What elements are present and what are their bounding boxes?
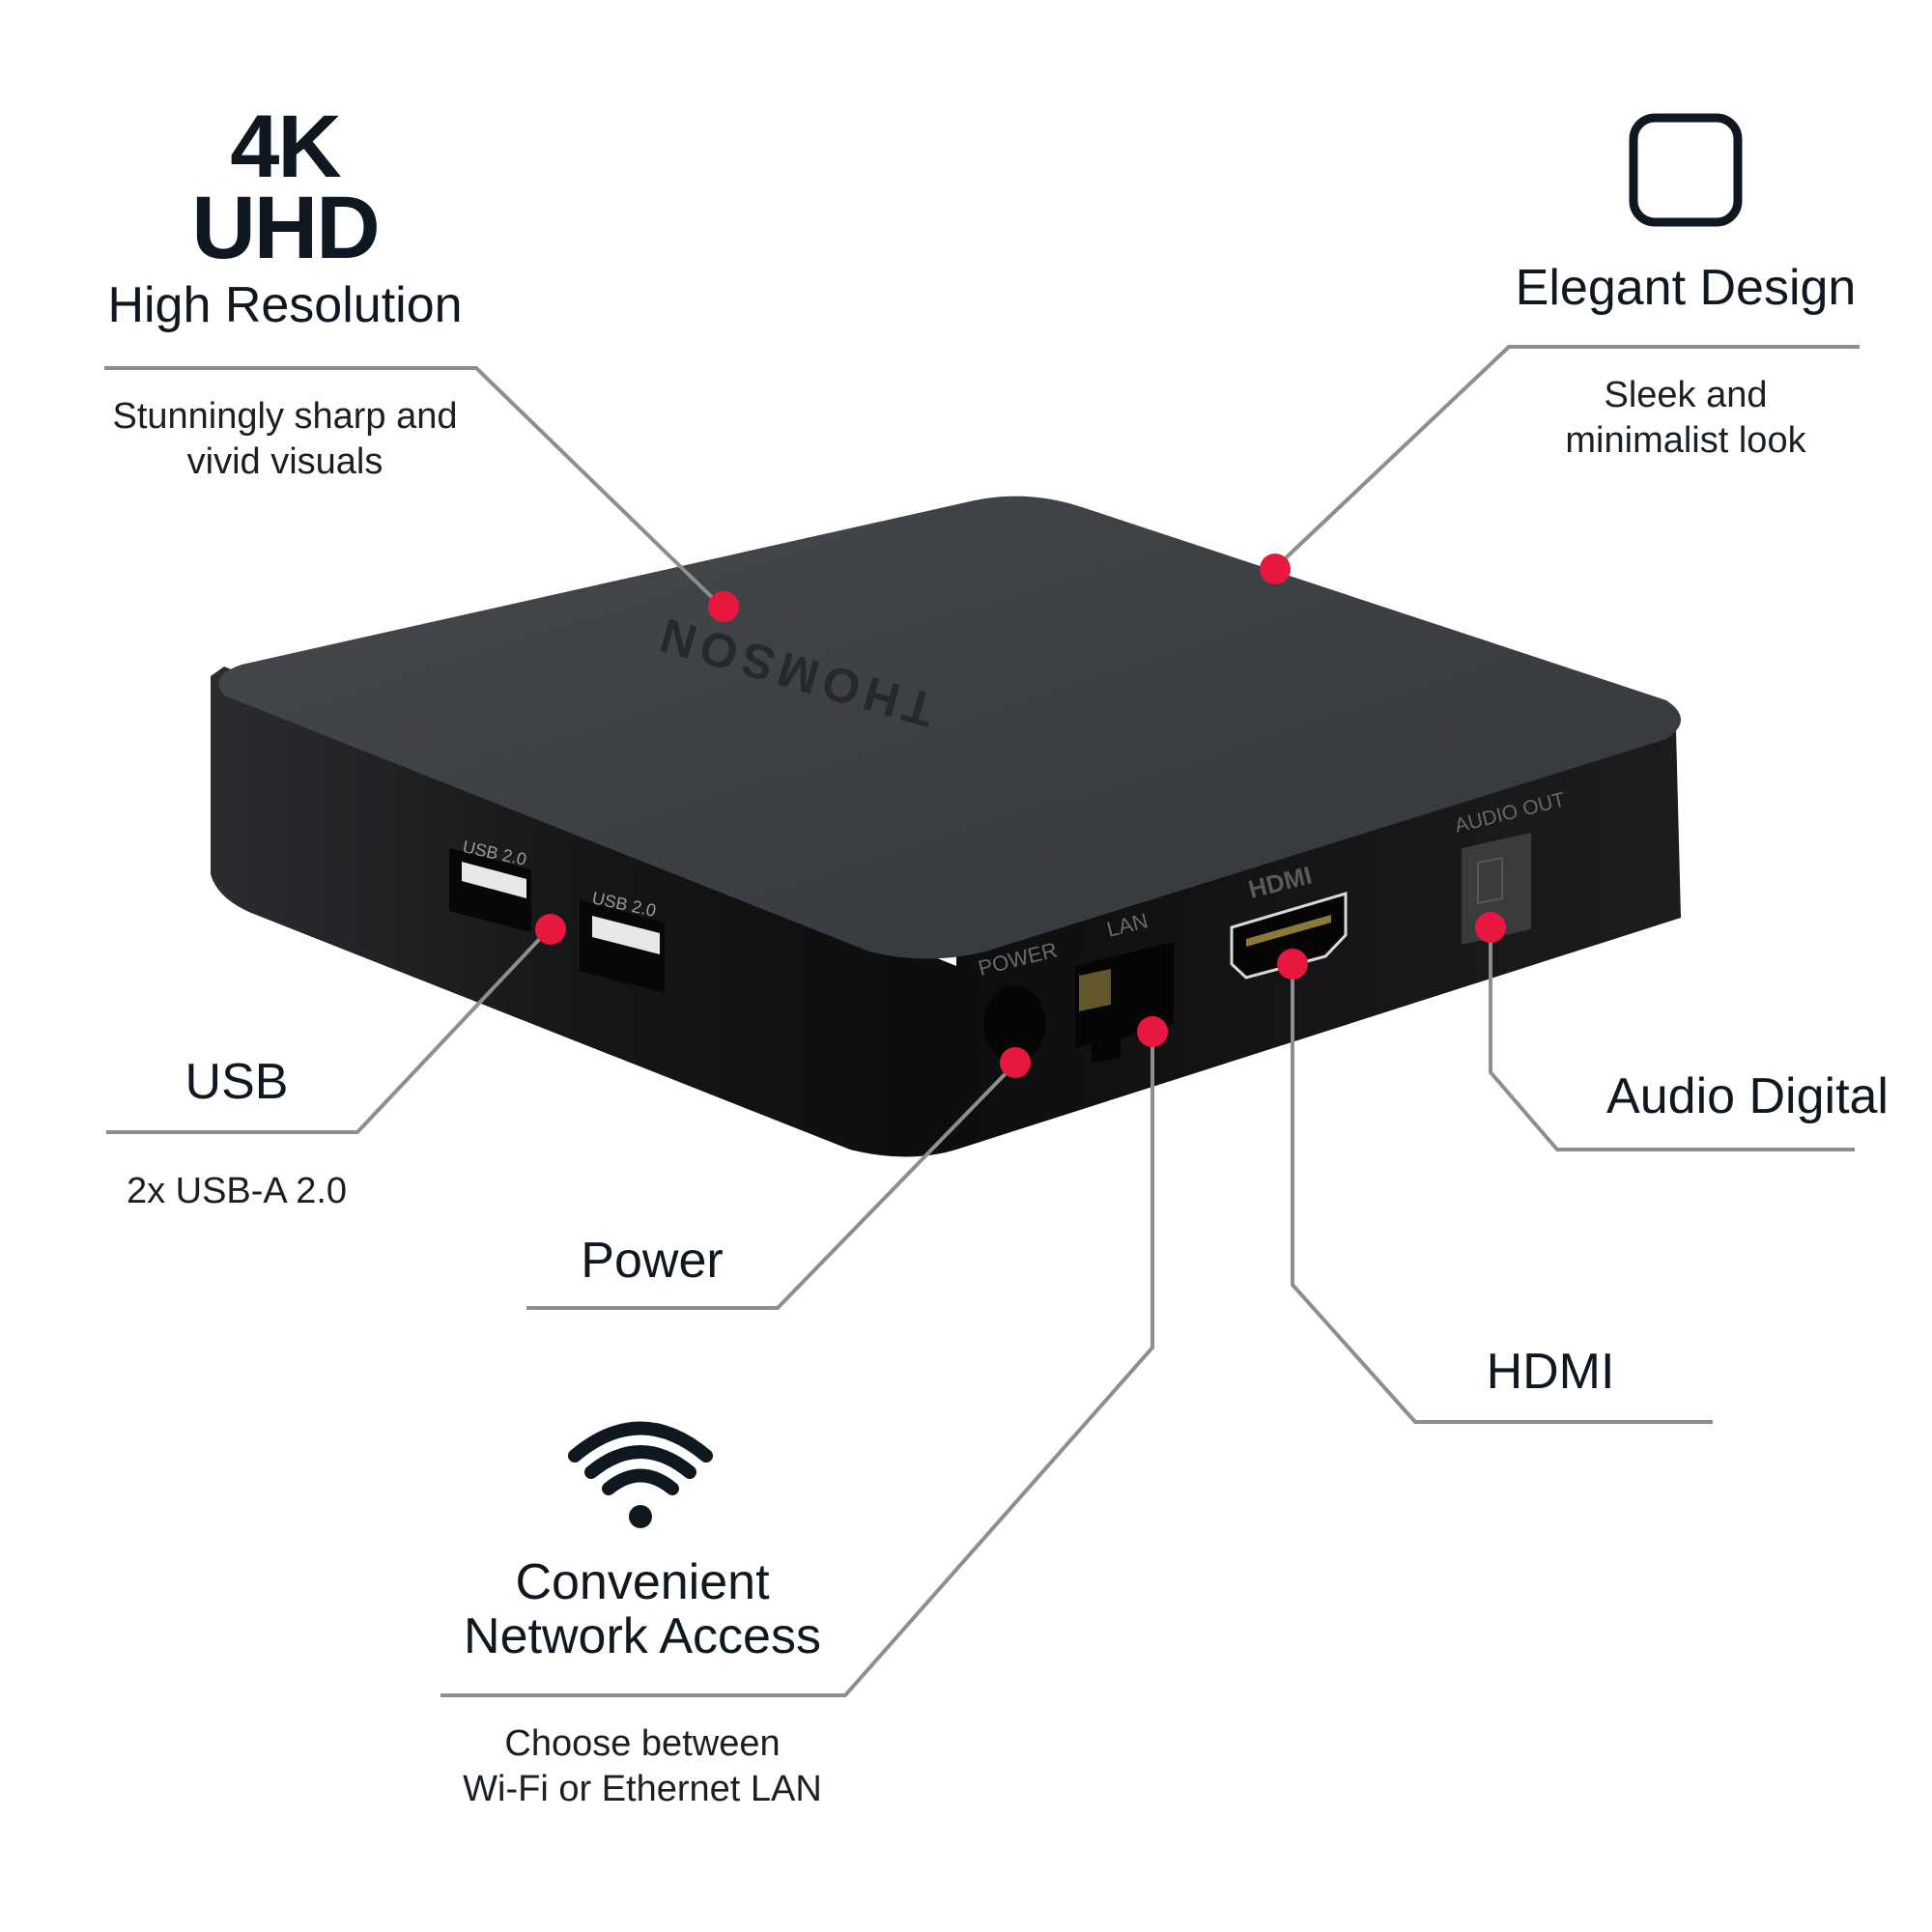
device-top xyxy=(218,496,1682,959)
hdmi-title: HDMI xyxy=(1486,1344,1615,1400)
marker-audio xyxy=(1475,912,1506,943)
wifi-dot xyxy=(629,1505,652,1528)
feature-resolution: 4K UHD High Resolution xyxy=(97,98,473,334)
wifi-icon xyxy=(568,1421,713,1495)
marker-lan xyxy=(1137,1016,1168,1047)
marker-resolution xyxy=(708,591,739,622)
network-desc-line1: Choose between xyxy=(504,1723,781,1764)
marker-dots xyxy=(535,554,1506,1078)
headline-4k: 4K xyxy=(230,98,342,196)
network-title-line2: Network Access xyxy=(464,1608,821,1664)
headline-uhd: UHD xyxy=(191,179,380,277)
leader-lines xyxy=(104,345,1860,1697)
rounded-square-icon xyxy=(1629,113,1743,227)
resolution-title: High Resolution xyxy=(107,277,463,333)
marker-hdmi xyxy=(1277,949,1308,980)
resolution-description: Stunningly sharp and vivid visuals xyxy=(87,394,483,485)
marker-power xyxy=(1000,1047,1031,1078)
design-desc-line1: Sleek and xyxy=(1604,375,1768,415)
audio-title: Audio Digital xyxy=(1606,1068,1889,1124)
design-desc-line2: minimalist look xyxy=(1565,420,1806,461)
design-title: Elegant Design xyxy=(1515,260,1857,316)
usb-description: 2x USB-A 2.0 xyxy=(126,1171,348,1211)
power-title: Power xyxy=(581,1233,724,1289)
lan-port: LAN xyxy=(1075,908,1174,1063)
marker-design xyxy=(1260,554,1291,584)
network-title: Convenient Network Access xyxy=(425,1555,860,1663)
network-title-line1: Convenient xyxy=(515,1554,770,1610)
resolution-desc-line2: vivid visuals xyxy=(186,441,384,482)
resolution-desc-line1: Stunningly sharp and xyxy=(112,396,458,437)
network-description: Choose between Wi-Fi or Ethernet LAN xyxy=(425,1721,860,1812)
design-description: Sleek and minimalist look xyxy=(1497,373,1874,464)
marker-usb xyxy=(535,914,566,945)
usb-title: USB xyxy=(185,1054,289,1110)
usb-port-2: USB 2.0 xyxy=(580,888,665,993)
network-desc-line2: Wi-Fi or Ethernet LAN xyxy=(463,1769,822,1809)
